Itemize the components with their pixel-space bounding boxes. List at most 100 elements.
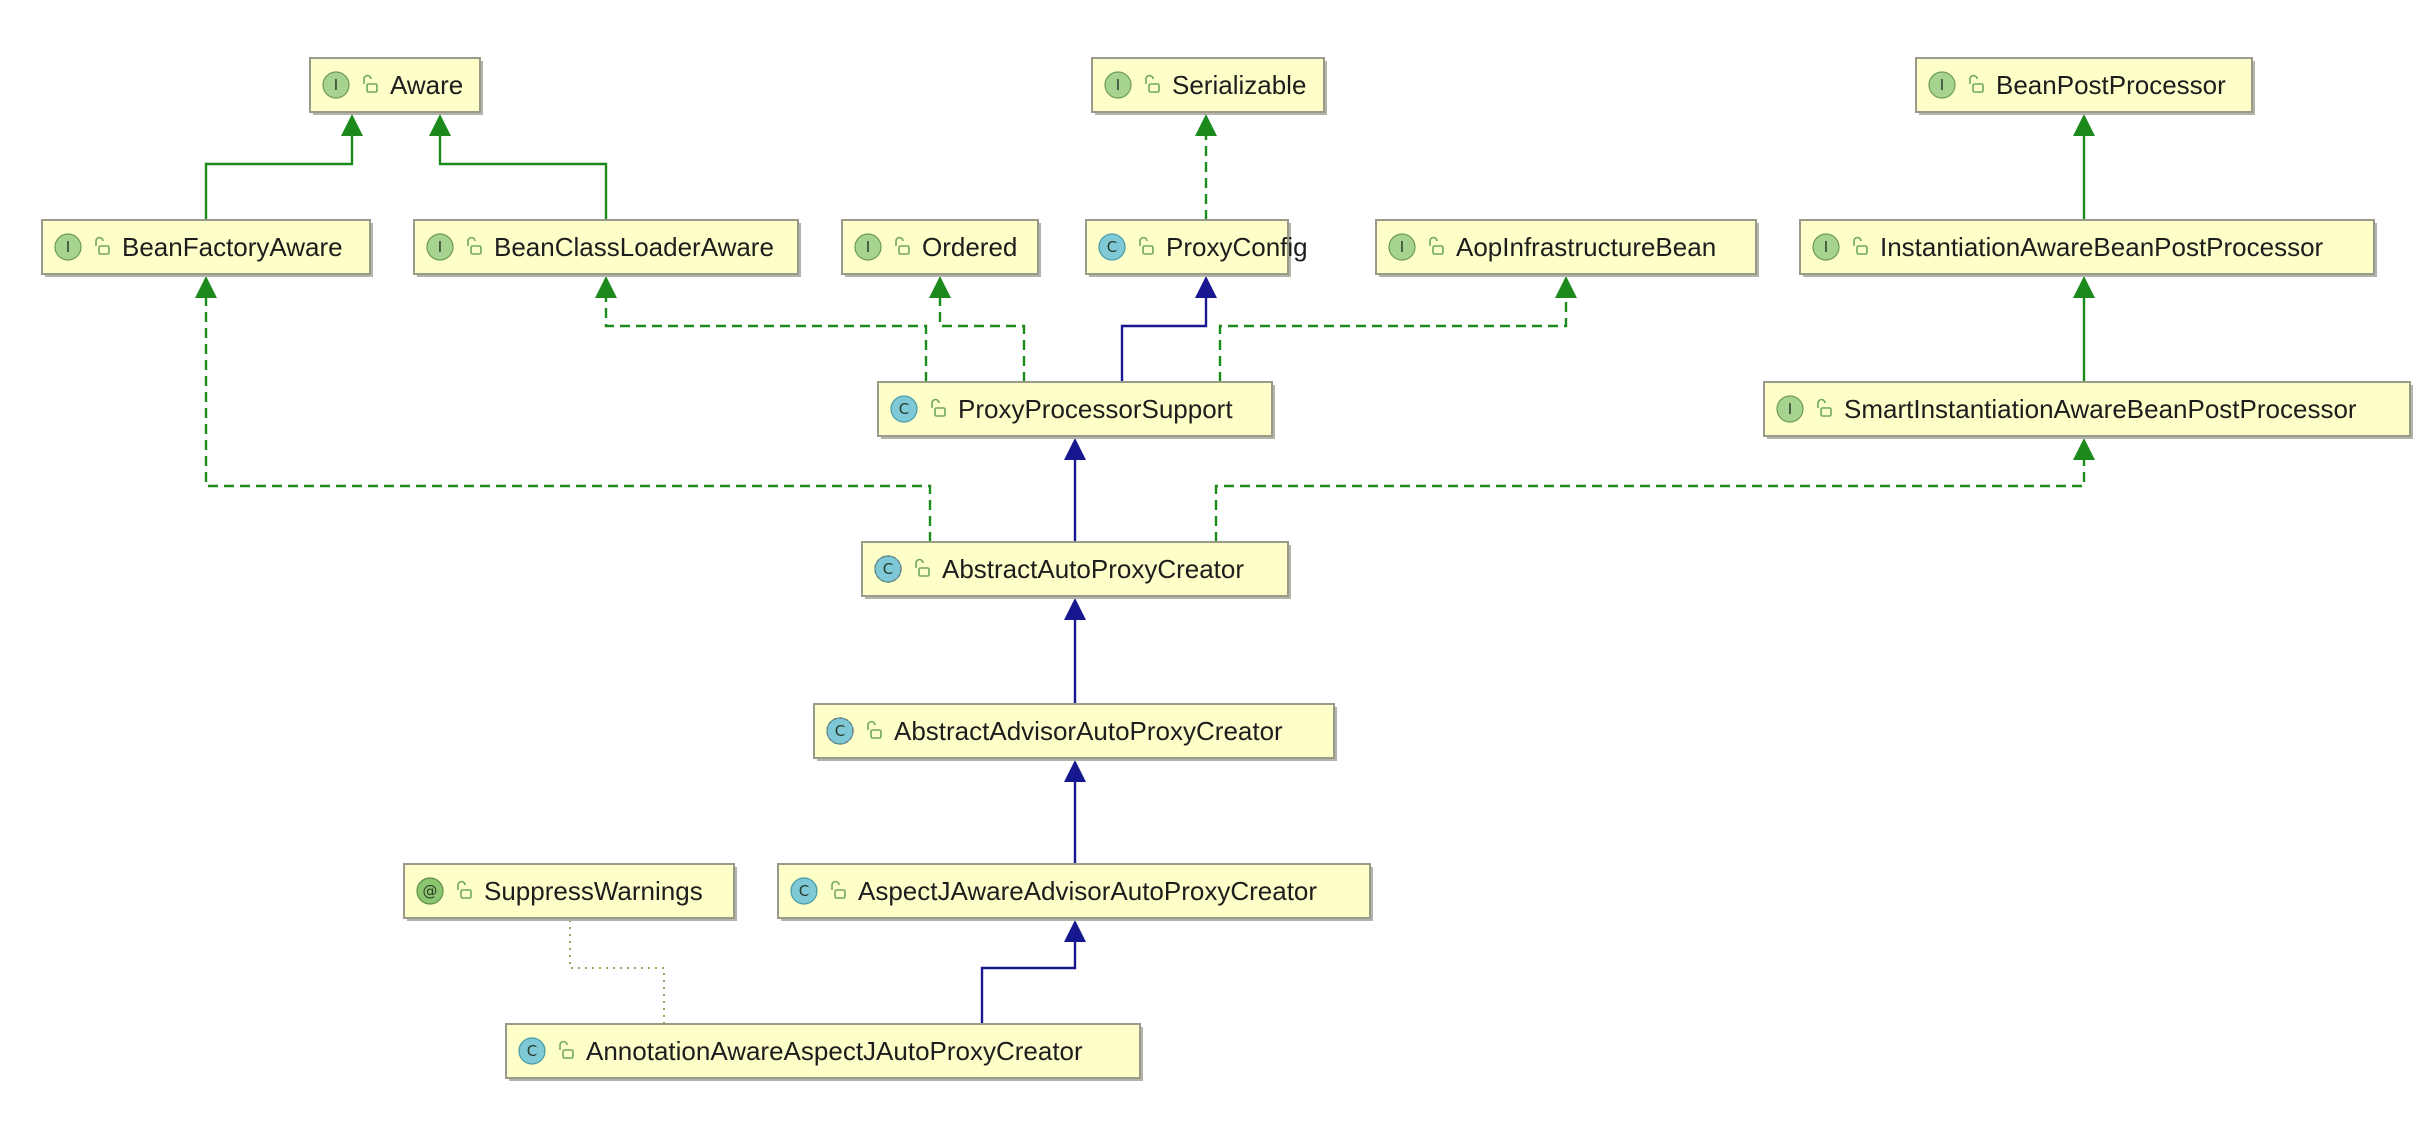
arrowhead	[1064, 438, 1086, 460]
public-lock-icon	[559, 1040, 574, 1059]
public-lock-icon	[867, 720, 882, 739]
edge-abstract-auto-proxy-creator-to-bean-factory-aware	[195, 276, 932, 542]
public-lock-icon	[457, 880, 472, 899]
edge-line	[204, 296, 932, 542]
node-box	[1915, 57, 2253, 113]
svg-text:C: C	[527, 1042, 537, 1060]
edge-abstract-auto-proxy-creator-to-smart-instantiation-aware-bpp	[1214, 438, 2095, 542]
edge-bean-factory-aware-to-aware	[204, 114, 363, 220]
edge-abstract-auto-proxy-creator-to-proxy-processor-support	[1064, 438, 1086, 542]
edge-bean-class-loader-aware-to-aware	[429, 114, 608, 220]
edge-line	[938, 296, 1026, 382]
svg-text:I: I	[1824, 238, 1828, 256]
svg-text:C: C	[1107, 238, 1117, 256]
public-lock-icon	[895, 236, 910, 255]
public-lock-icon	[1969, 74, 1984, 93]
node-box	[877, 381, 1273, 437]
node-label: SuppressWarnings	[484, 876, 703, 906]
node-proxy-config[interactable]: C ProxyConfig	[1085, 219, 1308, 277]
edge-abstract-advisor-auto-proxy-creator-to-abstract-auto-proxy-creator	[1064, 598, 1086, 704]
edge-line	[1214, 458, 2086, 542]
node-bean-factory-aware[interactable]: I BeanFactoryAware	[41, 219, 373, 277]
arrowhead	[1555, 276, 1577, 298]
class-badge-icon: C	[874, 555, 902, 583]
interface-badge-icon: I	[1104, 71, 1132, 99]
svg-text:C: C	[899, 400, 909, 418]
node-box	[861, 541, 1289, 597]
svg-text:I: I	[1400, 238, 1404, 256]
public-lock-icon	[1817, 398, 1832, 417]
arrowhead	[2073, 276, 2095, 298]
public-lock-icon	[1139, 236, 1154, 255]
node-label: AnnotationAwareAspectJAutoProxyCreator	[586, 1036, 1083, 1066]
svg-text:C: C	[799, 882, 809, 900]
node-label: AbstractAdvisorAutoProxyCreator	[894, 716, 1283, 746]
svg-text:I: I	[438, 238, 442, 256]
edges-layer	[195, 114, 2095, 1024]
node-suppress-warnings[interactable]: @ SuppressWarnings	[403, 863, 737, 921]
node-label: SmartInstantiationAwareBeanPostProcessor	[1844, 394, 2357, 424]
arrowhead	[341, 114, 363, 136]
interface-badge-icon: I	[854, 233, 882, 261]
node-bean-post-processor[interactable]: I BeanPostProcessor	[1915, 57, 2255, 115]
node-label: Serializable	[1172, 70, 1306, 100]
node-abstract-auto-proxy-creator[interactable]: C AbstractAutoProxyCreator	[861, 541, 1291, 599]
node-annotation-aware-aspect-jauto-proxy-creator[interactable]: C AnnotationAwareAspectJAutoProxyCreator	[505, 1023, 1143, 1081]
node-box	[1799, 219, 2375, 275]
edge-line	[569, 920, 665, 1024]
node-abstract-advisor-auto-proxy-creator[interactable]: C AbstractAdvisorAutoProxyCreator	[813, 703, 1337, 761]
edge-proxy-processor-support-to-ordered	[929, 276, 1026, 382]
class-badge-icon: C	[1098, 233, 1126, 261]
node-aspect-jaware-advisor-auto-proxy-creator[interactable]: C AspectJAwareAdvisorAutoProxyCreator	[777, 863, 1373, 921]
arrowhead	[1195, 276, 1217, 298]
edge-smart-instantiation-aware-bpp-to-instantiation-aware-bpp	[2073, 276, 2095, 382]
node-label: BeanFactoryAware	[122, 232, 343, 262]
svg-text:I: I	[66, 238, 70, 256]
class-badge-icon: C	[790, 877, 818, 905]
node-label: BeanPostProcessor	[1996, 70, 2226, 100]
node-label: AbstractAutoProxyCreator	[942, 554, 1244, 584]
node-label: ProxyProcessorSupport	[958, 394, 1233, 424]
annotation-badge-icon: @	[416, 877, 444, 905]
arrowhead	[195, 276, 217, 298]
svg-text:C: C	[883, 560, 893, 578]
interface-badge-icon: I	[1928, 71, 1956, 99]
edge-line	[980, 940, 1077, 1024]
interface-badge-icon: I	[426, 233, 454, 261]
public-lock-icon	[1145, 74, 1160, 93]
arrowhead	[2073, 438, 2095, 460]
arrowhead	[1064, 760, 1086, 782]
node-serializable[interactable]: I Serializable	[1091, 57, 1327, 115]
edge-line	[1218, 296, 1568, 382]
node-proxy-processor-support[interactable]: C ProxyProcessorSupport	[877, 381, 1275, 439]
edge-annotation-aware-aspect-jauto-proxy-creator-to-aspect-jaware-advisor-auto-proxy-creator	[980, 920, 1086, 1024]
arrowhead	[1064, 920, 1086, 942]
svg-text:@: @	[423, 882, 438, 900]
arrowhead	[929, 276, 951, 298]
node-box	[777, 863, 1371, 919]
arrowhead	[595, 276, 617, 298]
edge-line	[1120, 296, 1208, 382]
arrowhead	[429, 114, 451, 136]
arrowhead	[1064, 598, 1086, 620]
class-badge-icon: C	[518, 1037, 546, 1065]
node-label: AspectJAwareAdvisorAutoProxyCreator	[858, 876, 1317, 906]
public-lock-icon	[363, 74, 378, 93]
node-label: BeanClassLoaderAware	[494, 232, 774, 262]
public-lock-icon	[1429, 236, 1444, 255]
class-badge-icon: C	[826, 717, 854, 745]
edge-annotation-aware-aspect-jauto-proxy-creator-to-suppress-warnings	[569, 920, 665, 1024]
public-lock-icon	[931, 398, 946, 417]
node-label: ProxyConfig	[1166, 232, 1308, 262]
interface-badge-icon: I	[1812, 233, 1840, 261]
edge-proxy-processor-support-to-proxy-config	[1120, 276, 1217, 382]
node-box	[505, 1023, 1141, 1079]
node-bean-class-loader-aware[interactable]: I BeanClassLoaderAware	[413, 219, 801, 277]
